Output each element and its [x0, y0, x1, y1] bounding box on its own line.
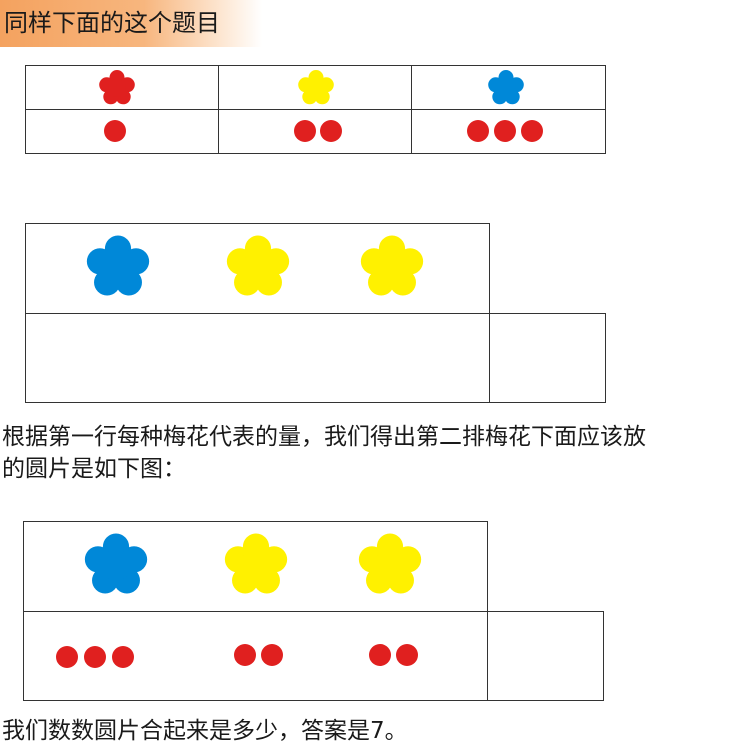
red-dot — [84, 646, 106, 668]
red-dot — [369, 644, 391, 666]
yellow-flower-icon — [358, 533, 422, 594]
red-dot — [396, 644, 418, 666]
red-dot — [494, 120, 516, 142]
conclusion-text: 我们数数圆片合起来是多少，答案是7。 — [2, 718, 408, 744]
red-dot — [261, 644, 283, 666]
title-banner: 同样下面的这个题目 — [0, 0, 262, 47]
red-dot — [234, 644, 256, 666]
red-dot — [56, 646, 78, 668]
red-dot — [521, 120, 543, 142]
red-dot — [467, 120, 489, 142]
solution-answer-box — [487, 611, 604, 701]
red-dot — [294, 120, 316, 142]
explanation-line-1: 根据第一行每种梅花代表的量，我们得出第二排梅花下面应该放 — [2, 424, 646, 450]
key-table-row-divider — [25, 109, 606, 110]
question-answer-row — [25, 313, 490, 403]
blue-flower-icon — [84, 533, 148, 594]
blue-flower-icon — [86, 235, 150, 296]
key-table-col-divider — [218, 65, 219, 154]
red-dot — [104, 120, 126, 142]
yellow-flower-icon — [224, 533, 288, 594]
page-title: 同样下面的这个题目 — [4, 9, 220, 37]
blue-flower-icon — [488, 70, 524, 105]
red-dot — [320, 120, 342, 142]
red-flower-icon — [99, 70, 135, 105]
explanation-line-2: 的圆片是如下图： — [2, 456, 186, 482]
question-answer-box — [489, 313, 606, 403]
yellow-flower-icon — [298, 70, 334, 105]
red-dot — [112, 646, 134, 668]
key-table-col-divider — [411, 65, 412, 154]
yellow-flower-icon — [360, 235, 424, 296]
yellow-flower-icon — [226, 235, 290, 296]
